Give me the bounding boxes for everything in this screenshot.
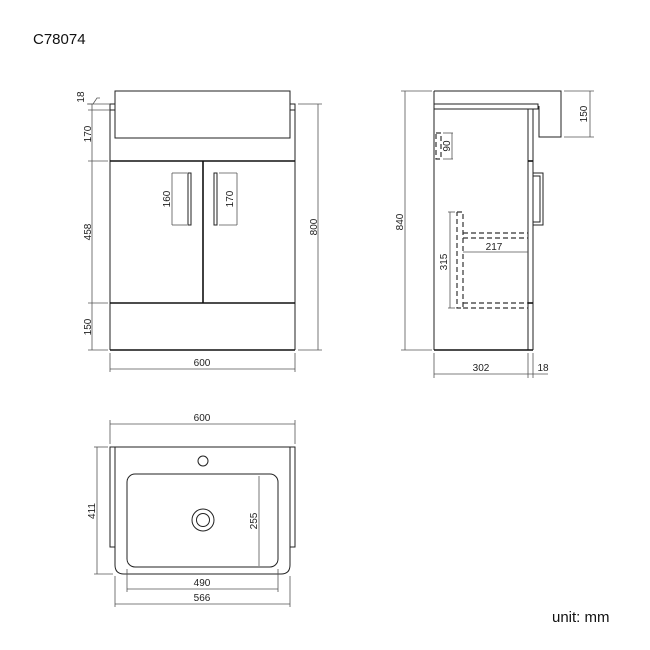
basin-front [114, 90, 291, 139]
dim-bowl-depth: 255 [249, 512, 260, 529]
dim-total-height-side: 840 [395, 213, 406, 230]
tap-hole-icon [197, 455, 209, 467]
dim-shelf-depth: 217 [486, 242, 503, 253]
product-code: C78074 [33, 31, 86, 48]
basin-top-lip-right [289, 446, 296, 548]
dim-basin-lip: 18 [76, 91, 87, 103]
handle-rail [435, 132, 442, 160]
dim-shelf-height: 315 [439, 253, 450, 270]
dim-depth-top: 411 [87, 503, 98, 519]
dim-total-height-front: 800 [309, 218, 320, 235]
handle-right [213, 172, 218, 226]
dim-width-front: 600 [194, 358, 211, 369]
handle-left [187, 172, 192, 226]
dim-overall-width-top: 600 [194, 413, 211, 424]
drain-outer-icon [191, 508, 215, 532]
dim-handle-left: 160 [162, 190, 173, 207]
basin-lip-left [109, 103, 116, 111]
drain-inner-icon [196, 513, 210, 527]
basin-outline [114, 447, 291, 575]
side-view: 90 217 315 840 150 302 18 [395, 90, 594, 378]
basin-lip-right [289, 103, 296, 111]
dim-handle-right: 170 [225, 190, 236, 207]
dim-plinth-height: 150 [83, 318, 94, 335]
dim-door-thickness: 18 [537, 363, 549, 374]
dim-handle-offset: 90 [442, 140, 453, 152]
dim-bowl-width: 490 [194, 578, 211, 589]
side-handle [533, 172, 544, 226]
basin-top-lip-left [109, 446, 116, 548]
top-view: 255 600 411 490 566 [87, 413, 296, 607]
basin-side-lip [433, 103, 539, 110]
dim-basin-width: 566 [194, 593, 211, 604]
dim-basin-height: 170 [83, 125, 94, 142]
basin-bowl [126, 473, 279, 568]
front-view: 160 170 18 170 458 150 800 600 [76, 90, 322, 372]
dim-door-height: 458 [83, 223, 94, 240]
unit-label: unit: mm [552, 609, 610, 626]
dim-basin-drop: 150 [579, 105, 590, 122]
dim-body-depth: 302 [473, 363, 490, 374]
